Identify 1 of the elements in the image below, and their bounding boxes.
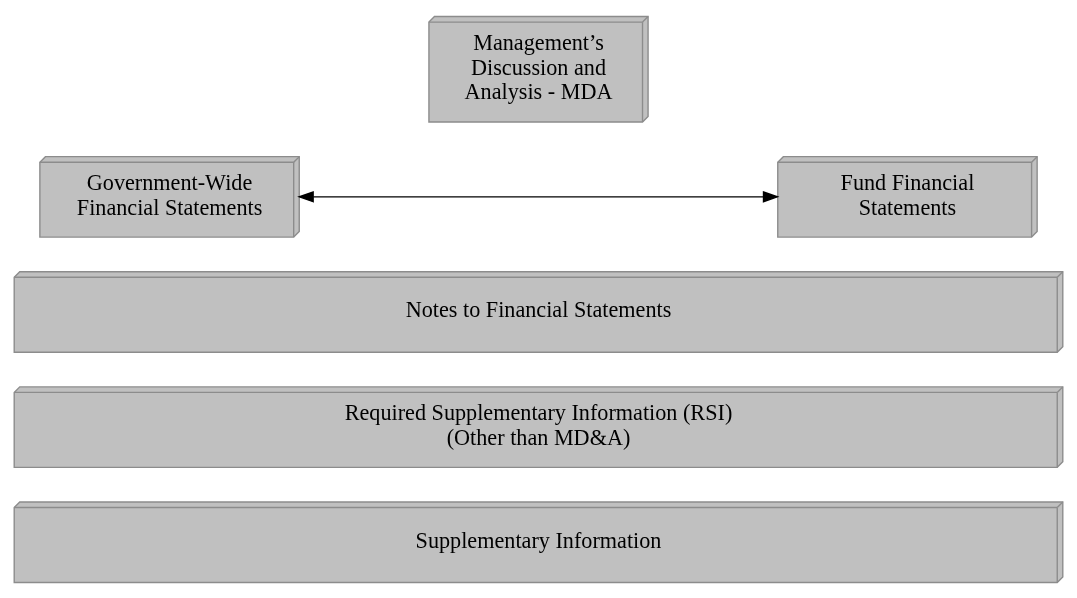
arrow (297, 190, 780, 203)
